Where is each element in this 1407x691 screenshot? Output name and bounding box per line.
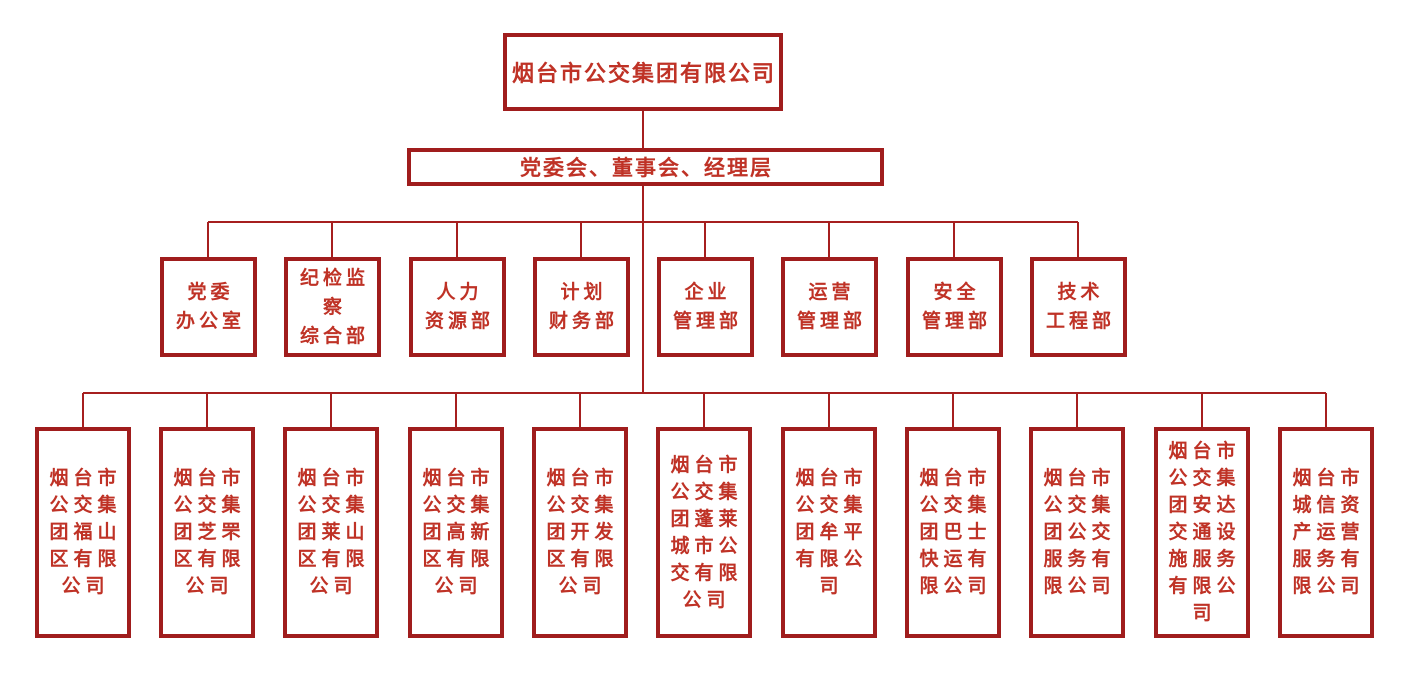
org-node-governance-label: 党委会、董事会、经理层 (520, 155, 773, 180)
dept-node-label: 技术 工程部 (1045, 281, 1115, 332)
subsidiary-node-zhifu: 烟台市 公交集 团芝罘 区有限 公司 (159, 427, 255, 638)
subsidiary-node-label: 烟台市 公交集 团公交 服务有 限公司 (1043, 467, 1116, 597)
subsidiary-node-label: 烟台市 城信资 产运营 服务有 限公司 (1292, 467, 1365, 597)
subsidiary-node-label: 烟台市 公交集 团开发 区有限 公司 (546, 467, 619, 597)
subsidiary-node-bus-express: 烟台市 公交集 团巴士 快运有 限公司 (905, 427, 1001, 638)
subsidiary-node-anda-traffic-facilities: 烟台市 公交集 团安达 交通设 施服务 有限公 司 (1154, 427, 1250, 638)
subsidiary-node-bus-service: 烟台市 公交集 团公交 服务有 限公司 (1029, 427, 1125, 638)
org-node-governance: 党委会、董事会、经理层 (407, 148, 884, 186)
subsidiary-node-label: 烟台市 公交集 团巴士 快运有 限公司 (919, 467, 992, 597)
connector-path (82, 111, 1327, 427)
dept-node-label: 运营 管理部 (796, 281, 866, 332)
subsidiary-node-label: 烟台市 公交集 团福山 区有限 公司 (49, 467, 122, 597)
dept-node-safety-management: 安全 管理部 (906, 257, 1003, 357)
subsidiary-node-label: 烟台市 公交集 团安达 交通设 施服务 有限公 司 (1168, 440, 1241, 624)
subsidiary-node-label: 烟台市 公交集 团高新 区有限 公司 (422, 467, 495, 597)
subsidiary-node-kaifa: 烟台市 公交集 团开发 区有限 公司 (532, 427, 628, 638)
dept-node-label: 计划 财务部 (548, 281, 618, 332)
dept-node-enterprise-management: 企业 管理部 (657, 257, 754, 357)
subsidiary-node-label: 烟台市 公交集 团芝罘 区有限 公司 (173, 467, 246, 597)
dept-node-label: 企业 管理部 (672, 281, 742, 332)
dept-node-technical-engineering: 技术 工程部 (1030, 257, 1127, 357)
dept-node-human-resources: 人力 资源部 (409, 257, 506, 357)
dept-node-party-office: 党委 办公室 (160, 257, 257, 357)
dept-node-label: 安全 管理部 (921, 281, 991, 332)
subsidiary-node-label: 烟台市 公交集 团莱山 区有限 公司 (297, 467, 370, 597)
dept-node-label: 党委 办公室 (175, 281, 245, 332)
org-node-root: 烟台市公交集团有限公司 (503, 33, 783, 111)
subsidiary-node-label: 烟台市 公交集 团蓬莱 城市公 交有限 公司 (670, 453, 743, 611)
dept-node-label: 纪检监 察 综合部 (299, 266, 369, 347)
subsidiary-node-laishan: 烟台市 公交集 团莱山 区有限 公司 (283, 427, 379, 638)
subsidiary-node-label: 烟台市 公交集 团牟平 有限公 司 (795, 467, 868, 597)
subsidiary-node-fushan: 烟台市 公交集 团福山 区有限 公司 (35, 427, 131, 638)
subsidiary-node-muping: 烟台市 公交集 团牟平 有限公 司 (781, 427, 877, 638)
dept-node-discipline-inspection: 纪检监 察 综合部 (284, 257, 381, 357)
dept-node-operations-management: 运营 管理部 (781, 257, 878, 357)
subsidiary-node-penglai: 烟台市 公交集 团蓬莱 城市公 交有限 公司 (656, 427, 752, 638)
subsidiary-node-chengxin-assets: 烟台市 城信资 产运营 服务有 限公司 (1278, 427, 1374, 638)
subsidiary-node-gaoxin: 烟台市 公交集 团高新 区有限 公司 (408, 427, 504, 638)
dept-node-planning-finance: 计划 财务部 (533, 257, 630, 357)
dept-node-label: 人力 资源部 (424, 281, 494, 332)
org-node-root-label: 烟台市公交集团有限公司 (511, 61, 776, 87)
